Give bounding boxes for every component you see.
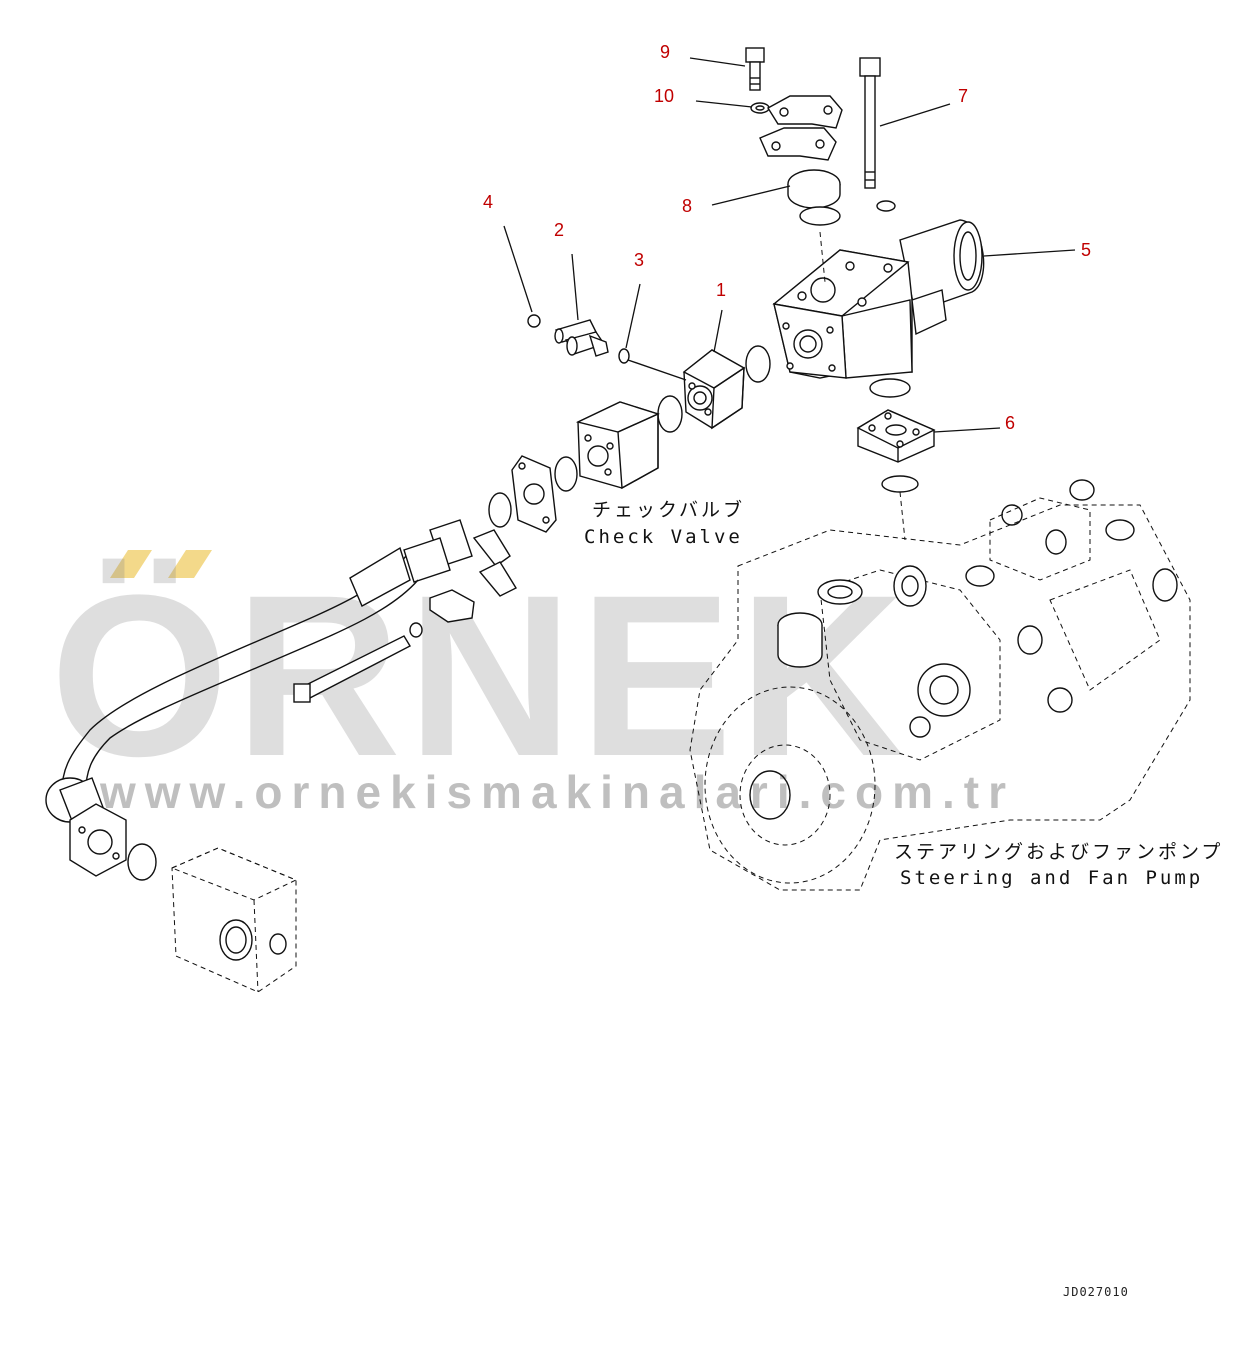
leader-lines	[503, 57, 1076, 433]
callout-4: 4	[483, 192, 493, 212]
callout-3: 3	[634, 250, 644, 270]
leader-7	[879, 103, 951, 127]
leader-5	[983, 249, 1076, 257]
callout-1: 1	[716, 280, 726, 300]
callout-6: 6	[1005, 413, 1015, 433]
leader-2	[571, 253, 579, 321]
o-ring-hose-end	[127, 843, 157, 881]
flange-gasket	[511, 455, 557, 533]
adapter-block	[575, 401, 660, 490]
callout-5: 5	[1081, 240, 1091, 260]
watermark: ÖRNEK www.ornekismakinalari.com.tr	[50, 547, 1015, 818]
hose-clamps	[429, 529, 517, 623]
callout-7: 7	[958, 86, 968, 106]
watermark-brand: ÖRNEK	[50, 547, 911, 804]
leader-6	[933, 427, 1001, 433]
pump-label-jp: ステアリングおよびファンポンプ	[894, 841, 1223, 863]
part-8-plug	[787, 169, 841, 209]
steering-fan-pump-outline	[689, 479, 1191, 891]
o-ring-adapter	[554, 456, 578, 492]
o-ring-check-valve-right	[745, 345, 771, 383]
part-4-o-ring	[527, 314, 541, 328]
watermark-accent-left	[110, 550, 152, 578]
o-ring-valve-top	[799, 206, 841, 226]
part-3-o-ring	[618, 348, 630, 364]
long-bolt-lower	[293, 622, 423, 703]
watermark-accent-right	[168, 550, 212, 578]
leader-4	[503, 225, 533, 313]
callout-10: 10	[654, 86, 674, 106]
part-7-long-bolt	[859, 57, 896, 212]
o-ring-valve-bottom	[869, 378, 911, 398]
part-1-check-valve-block	[682, 349, 746, 430]
mounting-block-outline	[170, 847, 298, 993]
callout-2: 2	[554, 220, 564, 240]
o-ring-check-valve-left	[657, 395, 683, 433]
assembly-axis-check-valve	[627, 359, 687, 381]
drawing-code: JD027010	[1063, 1285, 1129, 1299]
check-valve-label-en: Check Valve	[584, 526, 743, 548]
assembly-axis-pump	[899, 491, 906, 541]
part-9-bolt	[745, 47, 765, 91]
callout-8: 8	[682, 196, 692, 216]
part-2-check-valve-cartridge	[554, 319, 609, 357]
part-5-valve-body	[772, 219, 985, 379]
o-ring-gasket	[488, 492, 512, 528]
o-ring-pump-port	[881, 475, 919, 493]
hose-assembly	[45, 519, 473, 827]
leader-3	[625, 283, 641, 349]
part-10-washer	[750, 102, 770, 114]
split-flange-clamps	[759, 95, 843, 161]
hose-end-flange	[69, 803, 127, 877]
leader-9	[689, 57, 746, 67]
leader-1	[713, 309, 723, 353]
callout-9: 9	[660, 42, 670, 62]
leader-8	[711, 185, 791, 206]
check-valve-label-jp: チェックバルブ	[592, 498, 745, 521]
leader-10	[695, 100, 753, 108]
watermark-url: www.ornekismakinalari.com.tr	[99, 766, 1015, 818]
callout-numbers: 9 10 7 8 5 4 2 3 1 6	[483, 42, 1091, 433]
pump-label-en: Steering and Fan Pump	[900, 867, 1203, 889]
part-6-flange-plate	[856, 409, 936, 463]
